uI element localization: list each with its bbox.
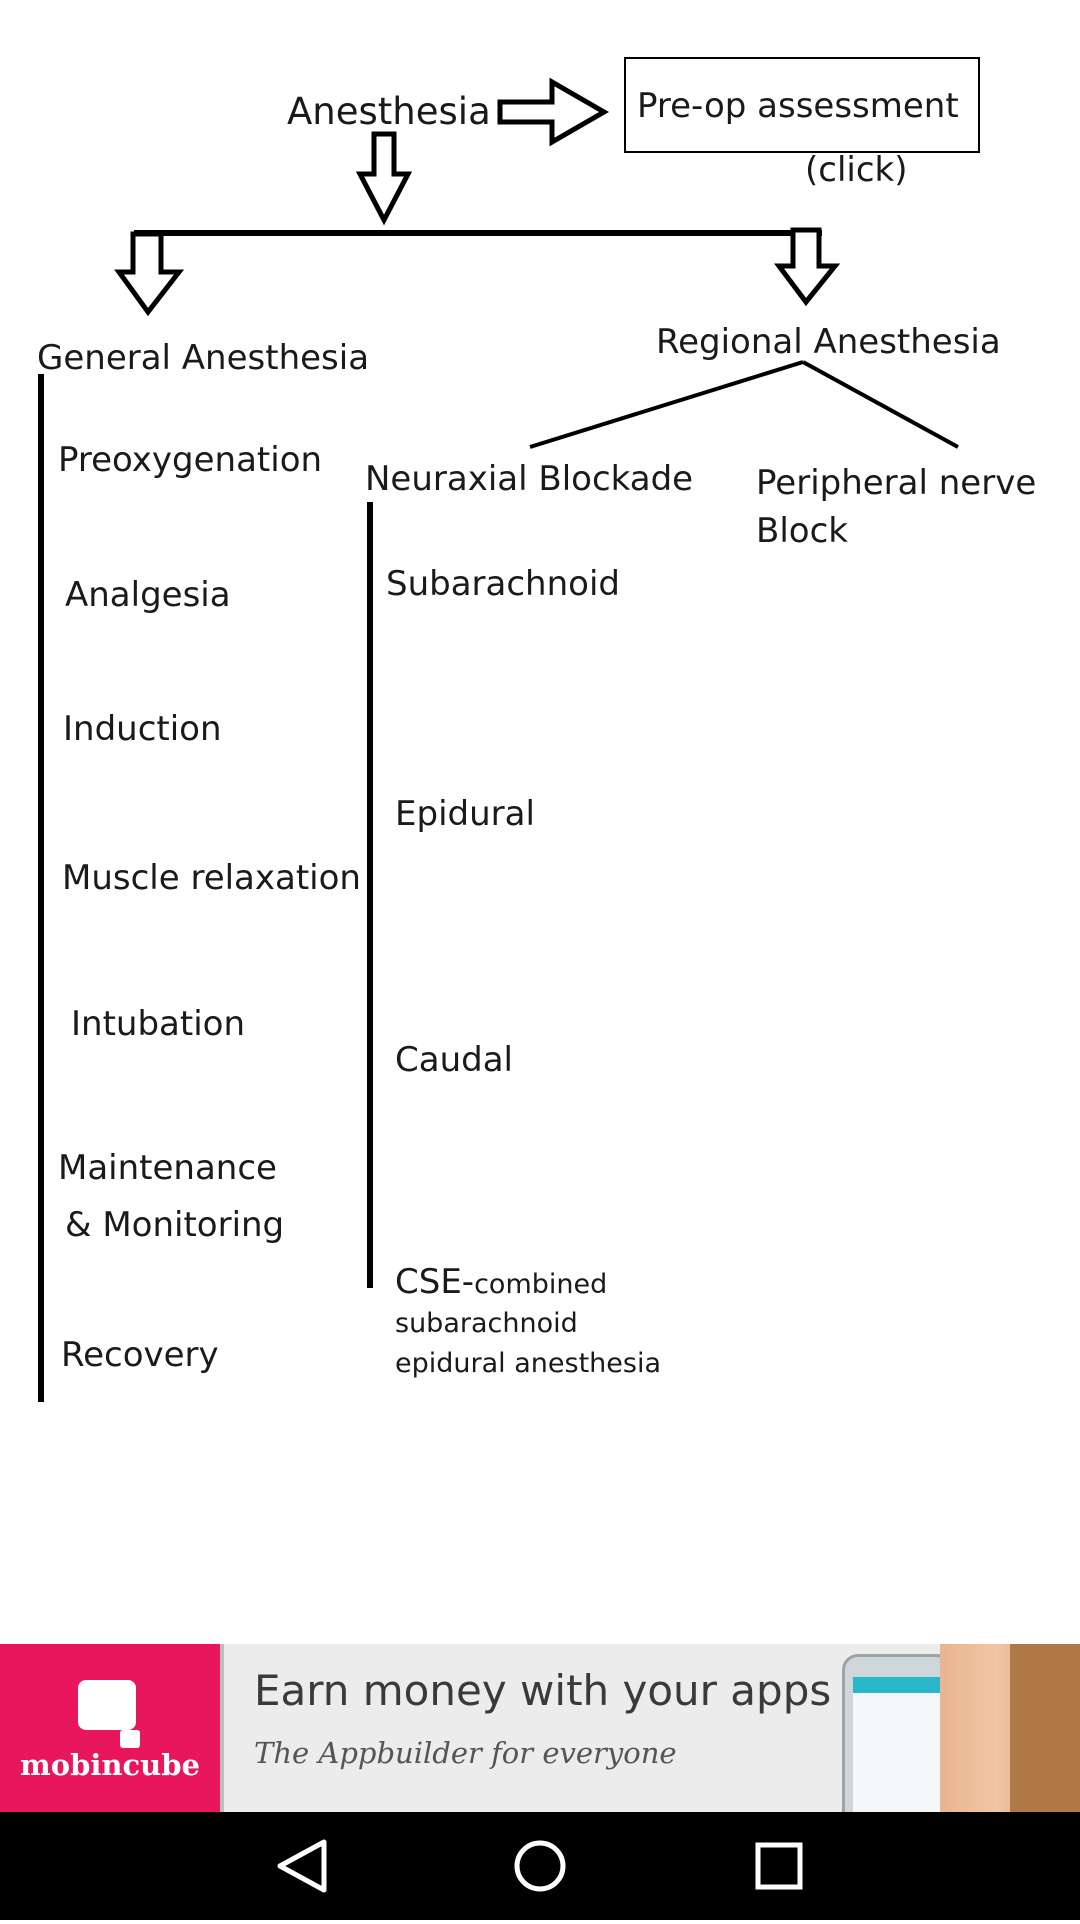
phone-screen-bar	[853, 1677, 941, 1693]
general-vertical-line	[38, 374, 44, 1402]
neuraxial-blockade-title: Neuraxial Blockade	[365, 459, 694, 499]
mobincube-logo-icon	[78, 1680, 140, 1748]
regional-anesthesia-title: Regional Anesthesia	[656, 322, 1001, 362]
neuraxial-item: Epidural	[395, 794, 535, 834]
home-button[interactable]	[480, 1812, 600, 1920]
preop-click-hint: (click)	[805, 150, 908, 190]
general-step: Muscle relaxation	[62, 858, 361, 898]
general-step: Preoxygenation	[58, 440, 323, 480]
back-button[interactable]	[240, 1812, 360, 1920]
ad-divider	[220, 1644, 224, 1812]
right-arrow-icon	[497, 77, 610, 147]
neuraxial-item: Caudal	[395, 1040, 513, 1080]
ad-title: Earn money with your apps	[254, 1666, 832, 1715]
general-step: Intubation	[71, 1004, 246, 1044]
cse-abbr: CSE-	[395, 1262, 475, 1302]
back-triangle-icon	[277, 1839, 327, 1893]
down-arrow-icon	[114, 231, 185, 317]
general-step: Analgesia	[65, 575, 231, 615]
split-line	[134, 230, 822, 236]
model-photo-hair	[1010, 1644, 1080, 1812]
ad-subtitle: The Appbuilder for everyone	[254, 1736, 677, 1770]
phone-image	[842, 1654, 952, 1812]
cse-line: subarachnoid	[395, 1308, 578, 1339]
down-arrow-icon	[355, 131, 413, 226]
general-step: Maintenance	[58, 1148, 277, 1188]
peripheral-nerve-block-title: Block	[756, 511, 848, 551]
neuraxial-item: Subarachnoid	[386, 564, 620, 604]
recents-button[interactable]	[720, 1812, 840, 1920]
peripheral-nerve-block-title: Peripheral nerve	[756, 463, 1037, 503]
cse-line: epidural anesthesia	[395, 1348, 661, 1379]
ad-banner[interactable]: mobincube Earn money with your apps The …	[0, 1644, 1080, 1812]
regional-branch-lines	[529, 360, 959, 449]
general-anesthesia-title: General Anesthesia	[37, 338, 370, 378]
preop-assessment-button[interactable]: Pre-op assessment	[624, 57, 980, 153]
general-step: Recovery	[61, 1335, 219, 1375]
home-circle-icon	[514, 1840, 566, 1892]
root-title: Anesthesia	[287, 90, 491, 133]
general-step: Induction	[63, 709, 222, 749]
down-arrow-icon	[774, 227, 841, 307]
preop-assessment-label: Pre-op assessment	[637, 86, 959, 126]
neuraxial-vertical-line	[367, 502, 373, 1288]
mobincube-logo: mobincube	[0, 1644, 220, 1812]
ad-brand: mobincube	[20, 1748, 200, 1782]
cse-line: combined	[474, 1269, 608, 1300]
recents-square-icon	[755, 1842, 803, 1890]
cse-item: CSE-combined	[395, 1262, 607, 1302]
system-nav-bar	[0, 1812, 1080, 1920]
phone-screen	[853, 1677, 941, 1812]
general-step: & Monitoring	[65, 1205, 285, 1245]
